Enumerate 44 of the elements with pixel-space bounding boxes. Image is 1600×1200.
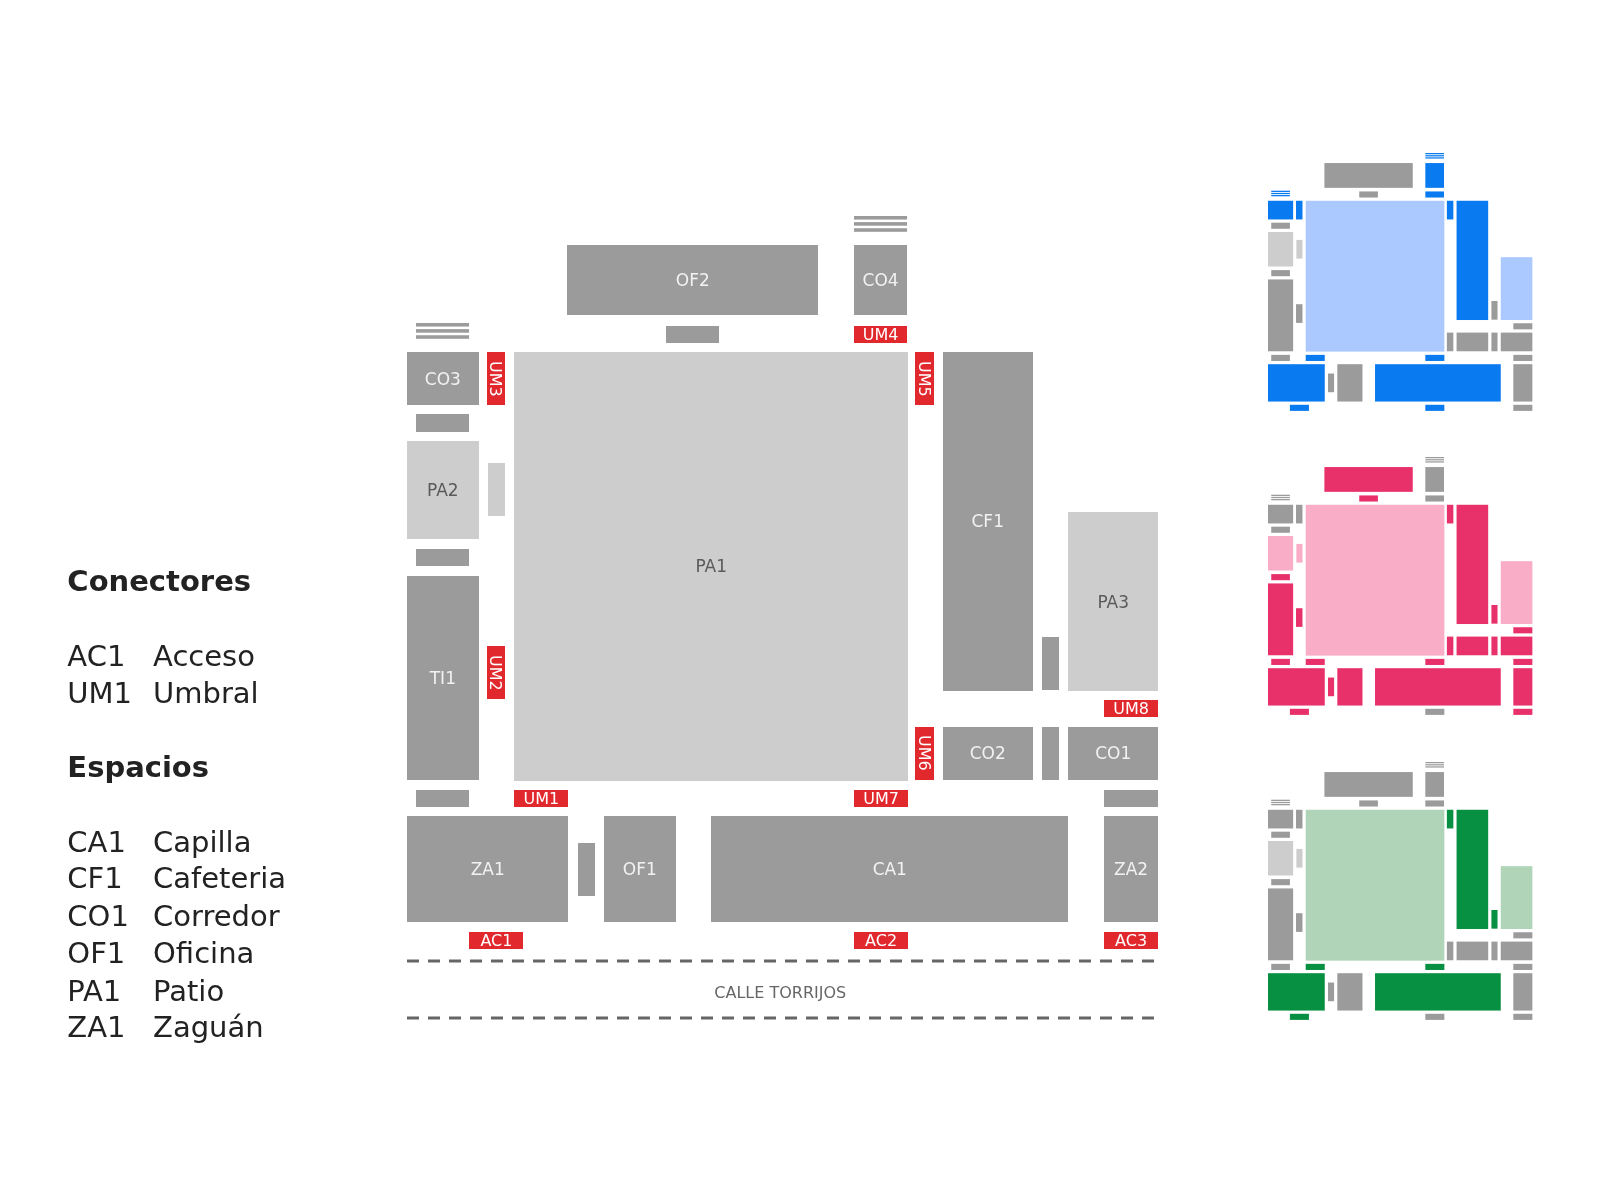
connector-tag: AC2	[854, 931, 909, 949]
legend-text: Capilla	[153, 827, 252, 857]
legend-text: Oficina	[153, 938, 255, 968]
legend-text: UM1	[67, 678, 133, 708]
room-block: PA1	[514, 352, 909, 781]
room-block: CF1	[942, 352, 1033, 691]
connector-tag: UM7	[854, 789, 909, 808]
connector-tag: UM4	[854, 325, 908, 343]
room-block: PA3	[1068, 512, 1159, 691]
legend-text: ZA1	[67, 1013, 126, 1043]
room-block: CO2	[942, 726, 1033, 780]
legend-text: CF1	[67, 864, 123, 894]
room-block: CO4	[854, 244, 908, 316]
street-name: CALLE TORRIJOS	[714, 984, 847, 1001]
connector-tag: UM6	[915, 726, 934, 780]
room-block: OF2	[567, 244, 819, 316]
room-block: PA2	[407, 440, 479, 539]
legend-text: CO1	[67, 902, 129, 932]
room-block: CO1	[1068, 726, 1159, 780]
legend-text: Umbral	[153, 678, 259, 708]
connector-tag: UM1	[514, 789, 569, 808]
legend-text: Zaguán	[153, 1013, 264, 1043]
connector-tag: UM8	[1104, 700, 1159, 718]
legend-text: Cafeteria	[153, 864, 287, 894]
room-block: TI1	[407, 575, 479, 780]
room-block: ZA1	[407, 816, 569, 923]
connector-tag: AC3	[1104, 931, 1159, 949]
legend-heading: Espacios	[67, 753, 210, 783]
room-block: CO3	[407, 352, 479, 406]
legend-text: OF1	[67, 938, 126, 968]
legend-text: Patio	[153, 976, 225, 1006]
connector-tag: UM2	[486, 645, 506, 699]
room-block: ZA2	[1104, 816, 1159, 923]
connector-tag: UM5	[915, 352, 934, 406]
legend-text: AC1	[67, 641, 126, 671]
connector-tag: UM3	[486, 352, 506, 406]
legend-text: CA1	[67, 827, 126, 857]
legend-text: Acceso	[153, 641, 255, 671]
room-block: CA1	[711, 816, 1069, 923]
legend-text: PA1	[67, 976, 122, 1006]
room-block: OF1	[604, 816, 676, 923]
legend-text: Corredor	[153, 902, 280, 932]
legend-heading: Conectores	[67, 567, 252, 597]
connector-tag: AC1	[469, 931, 524, 949]
